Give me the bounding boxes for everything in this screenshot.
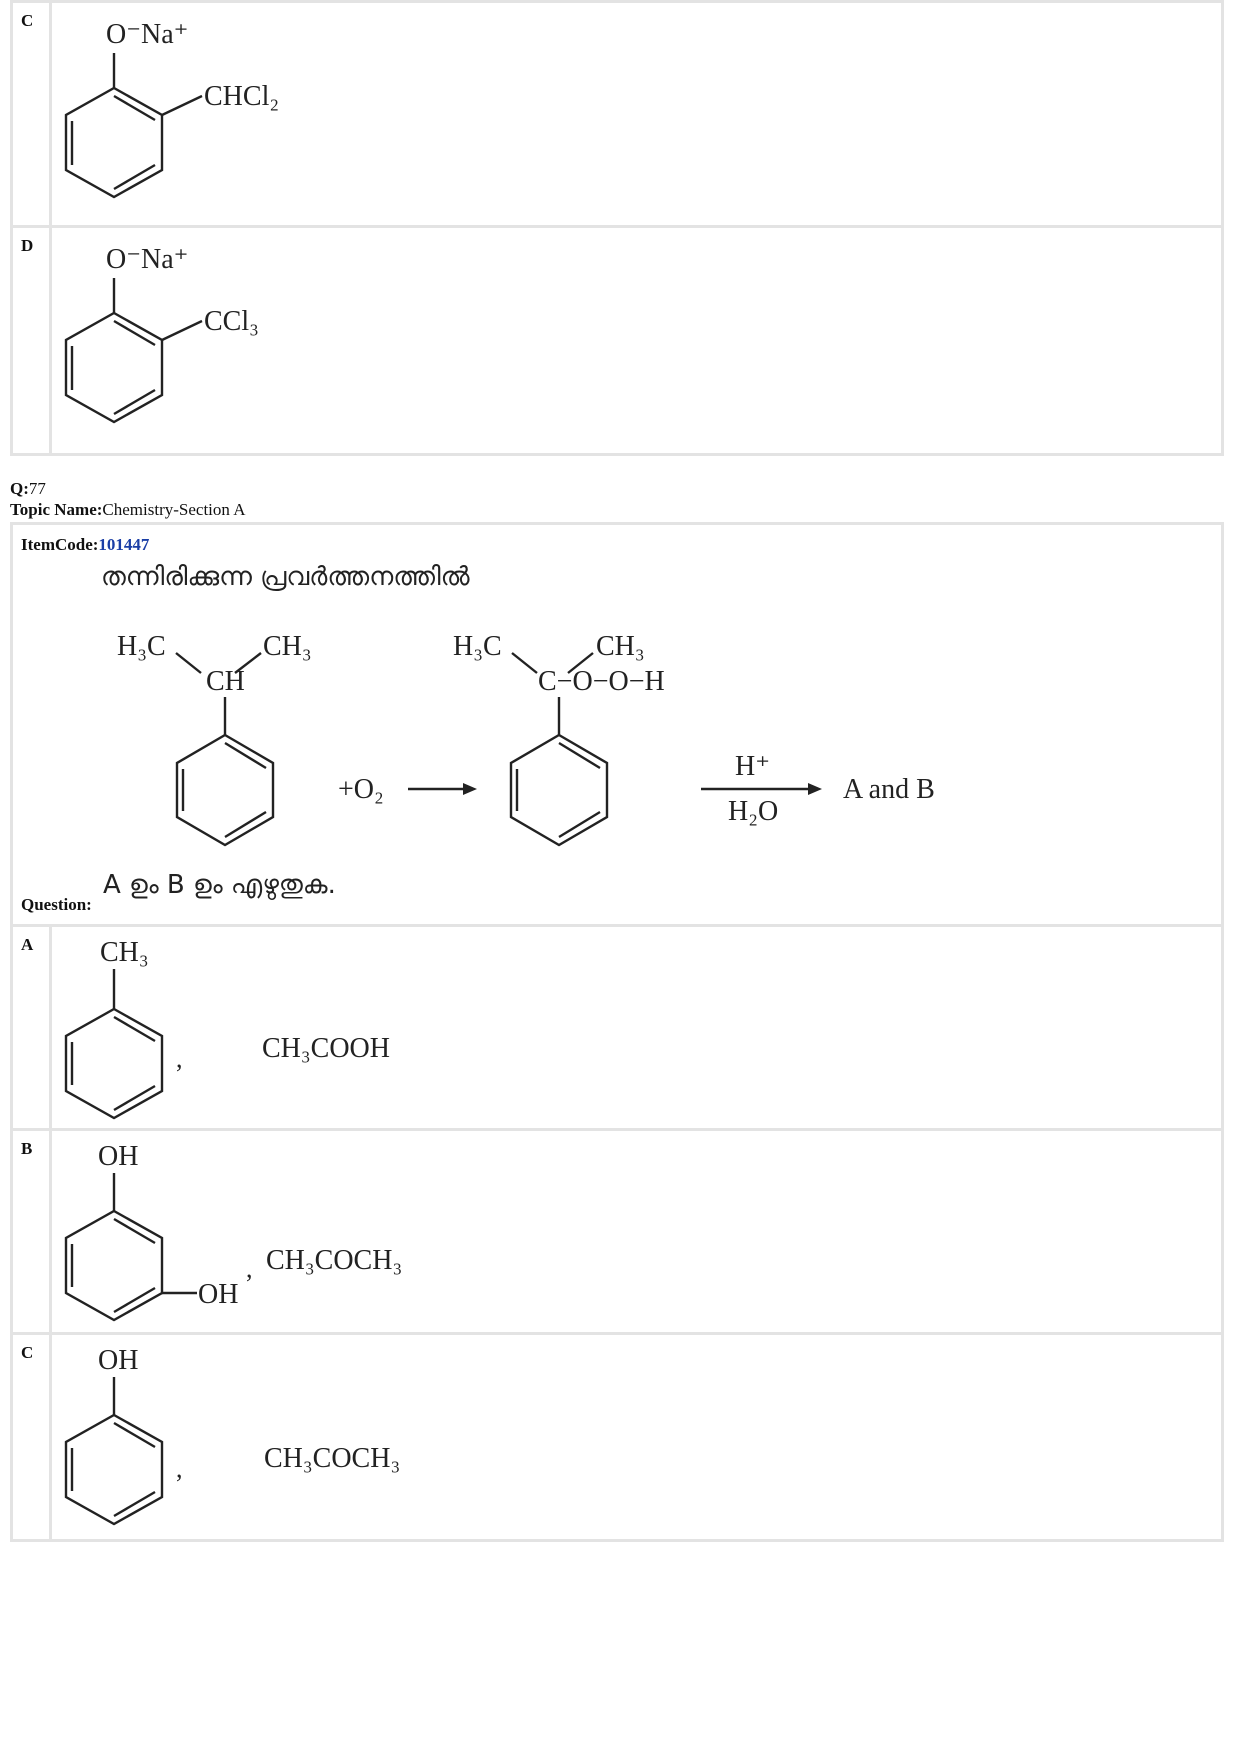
question-text: A ഉം B ഉം എഴുതുക. bbox=[103, 870, 336, 900]
ring-label: OH bbox=[98, 1345, 138, 1376]
product-label: CH₃COCH₃ bbox=[266, 1245, 402, 1276]
comma: , bbox=[176, 1454, 183, 1483]
option-structure: O⁻Na⁺ CHCl₂ bbox=[52, 3, 1221, 225]
meta-label: OH bbox=[198, 1279, 238, 1310]
structure-phenoxide-chcl2: O⁻Na⁺ CHCl₂ bbox=[64, 19, 279, 199]
option-letter: C bbox=[13, 1335, 52, 1539]
result-text: A and B bbox=[843, 774, 935, 805]
comma: , bbox=[246, 1254, 253, 1283]
option-structure: O⁻Na⁺ CCl₃ bbox=[52, 228, 1221, 453]
product-label: CH₃COCH₃ bbox=[264, 1443, 400, 1474]
substituent-label: CCl₃ bbox=[204, 306, 259, 337]
product-chain: C−O−O−H bbox=[538, 666, 665, 697]
answer-options-table: A CH₃ , CH₃COOH B OH bbox=[10, 924, 1224, 1542]
option-row-b[interactable]: B OH OH , CH₃COCH₃ bbox=[13, 1131, 1221, 1335]
product-left-group: H₃C bbox=[453, 631, 502, 662]
item-code-value[interactable]: 101447 bbox=[98, 535, 150, 554]
option-structure: OH , CH₃COCH₃ bbox=[52, 1335, 1221, 1539]
reagent-bottom: H₂O bbox=[728, 796, 778, 827]
option-letter: D bbox=[13, 228, 52, 453]
reactant-right-group: CH₃ bbox=[263, 631, 312, 662]
option-structure: OH OH , CH₃COCH₃ bbox=[52, 1131, 1221, 1332]
reaction-scheme: തന്നിരിക്കുന്ന പ്രവർത്തനത്തിൽ H₃C CH₃ CH… bbox=[101, 562, 935, 900]
substituent-label: CHCl₂ bbox=[204, 81, 279, 112]
previous-options-table: C O⁻Na⁺ CHCl₂ D O⁻Na⁺ bbox=[10, 0, 1224, 456]
product-right-group: CH₃ bbox=[596, 631, 645, 662]
question-box: ItemCode:101447 തന്നിരിക്കുന്ന പ്രവർത്തന… bbox=[10, 522, 1224, 924]
reagent-top: H⁺ bbox=[735, 751, 770, 782]
ring-label: OH bbox=[98, 1141, 138, 1172]
option-row-c[interactable]: C O⁻Na⁺ CHCl₂ bbox=[13, 3, 1221, 228]
option-row-d[interactable]: D O⁻Na⁺ CCl₃ bbox=[13, 228, 1221, 453]
reactant-left-group: H₃C bbox=[117, 631, 166, 662]
structure-phenoxide-ccl3: O⁻Na⁺ CCl₃ bbox=[64, 244, 259, 424]
ring-label: CH₃ bbox=[100, 937, 149, 968]
product-label: CH₃COOH bbox=[262, 1033, 390, 1064]
oxygen-reagent: +O₂ bbox=[338, 774, 384, 805]
topic-name: Chemistry-Section A bbox=[102, 500, 246, 519]
comma: , bbox=[176, 1044, 183, 1073]
option-row-c[interactable]: C OH , CH₃COCH₃ bbox=[13, 1335, 1221, 1539]
question-label: Question: bbox=[21, 895, 92, 914]
option-letter: A bbox=[13, 927, 52, 1128]
reactant-center: CH bbox=[206, 666, 245, 697]
item-code: ItemCode:101447 bbox=[21, 535, 150, 554]
ring-label: O⁻Na⁺ bbox=[106, 19, 188, 50]
option-letter: C bbox=[13, 3, 52, 225]
topic-label: Topic Name: bbox=[10, 500, 103, 519]
structure-phenol: OH , CH₃COCH₃ bbox=[64, 1345, 400, 1526]
question-number-label: Q: bbox=[10, 479, 29, 498]
option-row-a[interactable]: A CH₃ , CH₃COOH bbox=[13, 927, 1221, 1131]
ring-label: O⁻Na⁺ bbox=[106, 244, 188, 275]
option-structure: CH₃ , CH₃COOH bbox=[52, 927, 1221, 1128]
option-letter: B bbox=[13, 1131, 52, 1332]
question-header: Q:77 Topic Name:Chemistry-Section A bbox=[10, 478, 245, 520]
structure-toluene: CH₃ , CH₃COOH bbox=[64, 937, 390, 1120]
question-number: 77 bbox=[28, 479, 46, 498]
intro-text: തന്നിരിക്കുന്ന പ്രവർത്തനത്തിൽ bbox=[101, 562, 470, 592]
structure-resorcinol: OH OH , CH₃COCH₃ bbox=[64, 1141, 402, 1322]
